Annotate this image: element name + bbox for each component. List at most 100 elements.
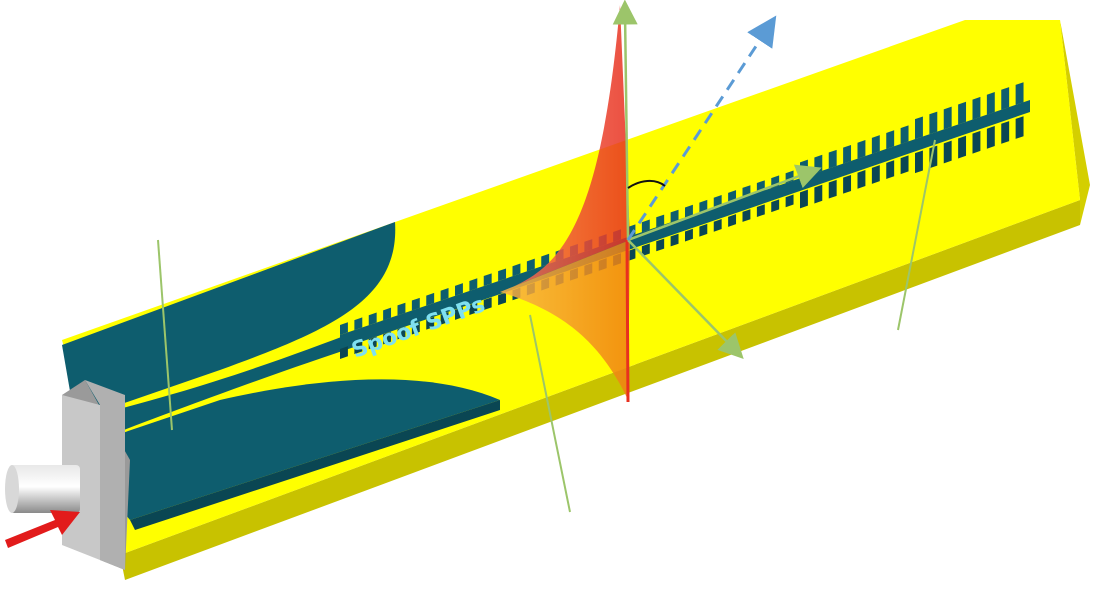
field-axis <box>625 239 630 403</box>
field-profile-lower <box>500 240 630 400</box>
strip-tooth-top <box>411 297 420 311</box>
strip-tooth-top <box>699 199 708 213</box>
field-profile <box>500 5 630 403</box>
strip-tooth-bottom <box>728 214 737 227</box>
pointer-feed <box>157 239 173 431</box>
strip-tooth-bottom <box>958 135 967 159</box>
strip-tooth-bottom <box>814 184 823 204</box>
strip-tooth-top <box>843 144 852 164</box>
strip-tooth-bottom <box>785 194 794 208</box>
strip-base <box>340 100 1030 349</box>
strip-tooth-bottom <box>771 199 780 213</box>
strip-tooth-bottom <box>656 238 665 252</box>
strip-tooth-bottom <box>943 140 952 164</box>
strip-tooth-bottom <box>383 331 392 345</box>
connector-pin-end <box>5 465 19 513</box>
strip-tooth-bottom <box>483 297 492 311</box>
strip-tooth-bottom <box>886 160 895 179</box>
strip-tooth-bottom <box>843 174 852 194</box>
strip-tooth-bottom <box>756 204 765 218</box>
strip-tooth-top <box>986 91 995 115</box>
substrate-side-end <box>1060 20 1090 225</box>
strip-tooth-bottom <box>354 341 363 355</box>
strip-tooth-top <box>383 307 392 321</box>
strip-tooth-bottom <box>670 233 679 247</box>
strip-tooth-top <box>814 154 823 174</box>
strip-tooth-bottom <box>685 228 693 242</box>
strip-tooth-top <box>340 322 348 335</box>
connector-flange-face <box>85 380 125 570</box>
axes <box>612 0 822 359</box>
connector-pin <box>10 465 80 513</box>
substrate-side-front <box>120 200 1080 580</box>
strip-tooth-top <box>1001 87 1010 110</box>
strip-tooth-bottom <box>986 125 995 149</box>
central-strip <box>72 330 360 450</box>
pointer-strip <box>529 314 571 513</box>
feed-arrow <box>5 510 80 548</box>
strip-tooth-bottom <box>699 223 708 237</box>
strip-tooth-bottom <box>972 130 981 154</box>
transverse-axis <box>627 239 744 359</box>
strip-tooth-top <box>828 149 837 169</box>
strip-tooth-top <box>469 278 478 291</box>
strip-tooth-bottom <box>498 292 507 306</box>
strip-tooth-top <box>886 130 895 149</box>
propagation-axis <box>627 164 822 242</box>
strip-tooth-top <box>354 317 363 331</box>
strip-tooth-bottom <box>828 179 837 199</box>
sma-connector <box>5 380 130 570</box>
metal-feed <box>62 222 500 530</box>
strip-tooth-bottom <box>871 165 880 184</box>
strip-tooth-top <box>440 288 449 301</box>
strip-tooth-bottom <box>915 150 923 174</box>
strip-tooth-top <box>498 268 507 282</box>
strip-tooth-bottom <box>368 336 377 350</box>
strip-tooth-top <box>685 204 693 218</box>
strip-tooth-top <box>1015 82 1024 105</box>
strip-tooth-top <box>455 283 463 296</box>
strip-tooth-top <box>943 106 952 130</box>
strip-tooth-bottom <box>713 219 722 232</box>
strip-tooth-top <box>641 219 650 233</box>
strip-tooth-bottom <box>900 155 909 175</box>
strip-tooth-bottom <box>440 312 449 325</box>
strip-tooth-top <box>426 292 435 306</box>
strip-tooth-top <box>541 253 550 267</box>
strip-tooth-bottom <box>857 170 866 189</box>
pointer-radiator <box>897 139 936 331</box>
strip-tooth-top <box>958 101 967 125</box>
strip-tooth-bottom <box>1015 116 1024 139</box>
strip-tooth-top <box>915 116 923 140</box>
strip-tooth-top <box>857 140 866 159</box>
strip-tooth-top <box>512 263 521 277</box>
strip-tooth-bottom <box>411 321 420 335</box>
strip-tooth-bottom <box>641 243 650 257</box>
strip-tooth-bottom <box>742 209 751 222</box>
vertical-axis <box>612 0 638 241</box>
angle-arc <box>627 180 666 189</box>
lower-flare <box>72 379 500 520</box>
strip-tooth-top <box>656 214 665 228</box>
strip-tooth-top <box>871 135 880 154</box>
strip-tooth-bottom <box>800 189 808 209</box>
strip-tooth-top <box>526 258 535 272</box>
strip-tooth-bottom <box>397 326 406 340</box>
strip-tooth-bottom <box>469 302 478 315</box>
strip-tooth-bottom <box>1001 121 1010 144</box>
strip-tooth-top <box>368 312 377 326</box>
radiation-direction <box>626 15 777 241</box>
strip-tooth-top <box>972 96 981 120</box>
strip-tooth-bottom <box>340 346 348 359</box>
field-profile-upper <box>500 5 630 292</box>
strip-tooth-top <box>670 209 679 223</box>
strip-tooth-bottom <box>455 307 463 320</box>
strip-tooth-top <box>483 273 492 287</box>
strip-tooth-top <box>397 302 406 316</box>
upper-flare <box>62 222 396 420</box>
strip-tooth-top <box>929 111 938 135</box>
strip-tooth-top <box>900 125 909 145</box>
lower-flare-edge <box>130 400 500 530</box>
